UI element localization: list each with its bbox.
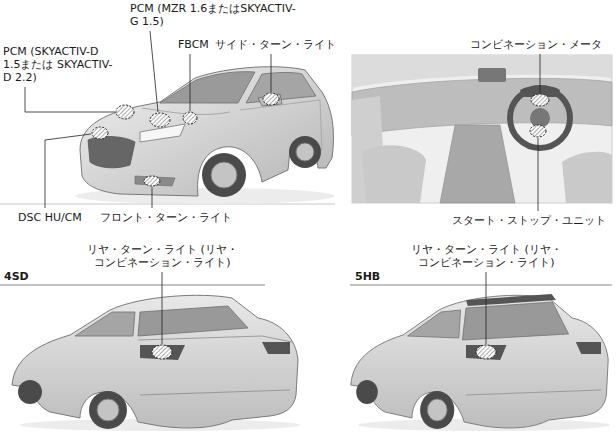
side-window [75,312,135,336]
tire [202,153,246,197]
center-display [478,68,506,82]
bumper-line [140,390,290,395]
rear-window [138,306,248,336]
trunk-line [138,336,292,342]
location-marker [150,113,170,127]
leader-line [271,54,272,92]
car-body [80,67,334,196]
door-mirror [258,94,282,106]
location-marker [530,125,546,137]
location-marker [152,345,172,359]
leader-line [152,187,153,208]
location-marker [183,112,197,124]
panel-separator [350,285,612,286]
panel-title: 5HB [355,270,380,283]
leader-line [486,272,487,344]
center-console [440,125,515,203]
leader-line [25,87,115,112]
location-marker [476,345,496,359]
location-marker [116,105,134,119]
rear-window [462,302,568,340]
steering-hub [530,108,550,128]
part-label: PCM (MZR 1.6またはSKYACTIV-G 1.5) [130,2,300,28]
hatchback [351,294,610,431]
seat [562,152,612,203]
car-body [12,295,298,428]
bumper-line [466,390,601,395]
side-window [408,310,461,338]
tire [420,391,454,429]
leader-line [538,138,539,211]
bumper-lamp [135,176,175,186]
tire [356,380,378,404]
wheel-rim [296,143,314,161]
wheel-rim [427,399,447,421]
front-grille [88,136,135,167]
leader-line [190,54,191,111]
part-label: DSC HU/CM [18,211,82,224]
seat [362,145,426,203]
part-label: コンビネーション・メータ [470,38,602,51]
tire [289,136,321,168]
tail-light [262,342,290,354]
wheel-rim [97,399,119,421]
part-label: サイド・ターン・ライト [215,38,336,51]
interior-panel [352,55,612,203]
tire [89,391,127,429]
wheel-rim [211,162,237,188]
leader-line [45,134,91,208]
tire [18,380,42,404]
part-label: FBCM [178,38,209,51]
tail-light [576,342,601,354]
leader-line [150,31,158,112]
part-label: スタート・ストップ・ユニット [452,214,606,227]
location-marker [531,94,549,106]
tail-light [140,345,185,360]
car-body [351,295,608,428]
part-label: リヤ・ターン・ライト (リヤ・コンビネーション・ライト) [394,243,579,269]
location-marker [144,176,160,186]
tail-light [466,345,507,360]
steering-wheel [510,88,570,148]
panel-title: 4SD [4,270,29,283]
panel-separator [0,285,265,286]
windshield [160,72,255,103]
part-label: PCM (SKYACTIV-D 1.5または SKYACTIV-D 2.2) [3,45,118,84]
part-label: フロント・ターン・ライト [100,211,232,224]
location-marker [92,127,108,139]
leader-line [162,272,163,344]
location-marker [263,93,279,105]
part-label: リヤ・ターン・ライト (リヤ・コンビネーション・ライト) [70,243,255,269]
leader-line [540,54,541,93]
